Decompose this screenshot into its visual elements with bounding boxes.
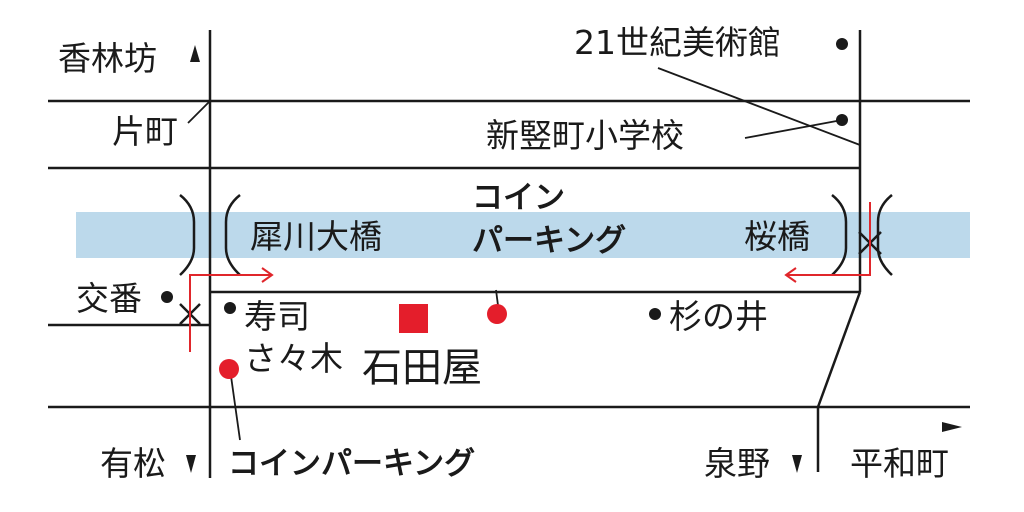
- museum-leader: [657, 67, 861, 146]
- label-katamachi: 片町: [112, 112, 178, 151]
- dot-icon-museum: [836, 38, 848, 50]
- bridge-bracket-saigawa-west: [179, 194, 196, 276]
- parking-south-leader: [229, 368, 241, 441]
- triangle-right-icon: [942, 422, 962, 432]
- dot-icon-school: [836, 114, 848, 126]
- label-parking-north-line2: パーキング: [472, 223, 627, 259]
- dot-icon-police-box: [161, 291, 173, 303]
- red-dot-icon-parking-north: [487, 304, 507, 324]
- label-izumino: 泉野: [704, 444, 770, 483]
- label-museum: 21世紀美術館: [574, 23, 781, 62]
- bridge-bracket-sakura-west: [831, 194, 848, 276]
- label-arimatsu: 有松: [100, 444, 166, 483]
- label-suginoi: 杉の井: [669, 297, 768, 336]
- label-sushi-line2: さ々木: [244, 339, 343, 378]
- label-kourinbou: 香林坊: [58, 39, 157, 78]
- square-icon-destination: [399, 304, 428, 333]
- bridge-bracket-saigawa-east: [224, 194, 241, 276]
- label-school: 新竪町小学校: [486, 116, 684, 155]
- road-east-diagonal: [816, 291, 862, 408]
- school-leader: [744, 119, 843, 139]
- label-heiwamachi: 平和町: [850, 444, 949, 483]
- katamachi-leader: [187, 101, 210, 124]
- triangle-down-icon: [186, 455, 196, 473]
- label-parking-south: コインパーキング: [228, 446, 476, 482]
- red-dot-icon-parking-south: [219, 359, 239, 379]
- label-sakura-bridge: 桜橋: [744, 217, 810, 256]
- label-ishidaya: 石田屋: [362, 345, 482, 391]
- route-arrow-west: [189, 267, 274, 352]
- label-sushi-line1: 寿司: [244, 297, 310, 336]
- triangle-down-icon: [792, 455, 802, 473]
- label-saigawa-bridge: 犀川大橋: [250, 217, 382, 256]
- route-arrow-east: [784, 202, 871, 283]
- dot-icon-sushi: [224, 302, 236, 314]
- label-parking-north-line1: コイン: [472, 180, 565, 216]
- dot-icon-suginoi: [649, 308, 661, 320]
- label-police-box: 交番: [76, 279, 142, 318]
- triangle-up-icon: [190, 45, 200, 62]
